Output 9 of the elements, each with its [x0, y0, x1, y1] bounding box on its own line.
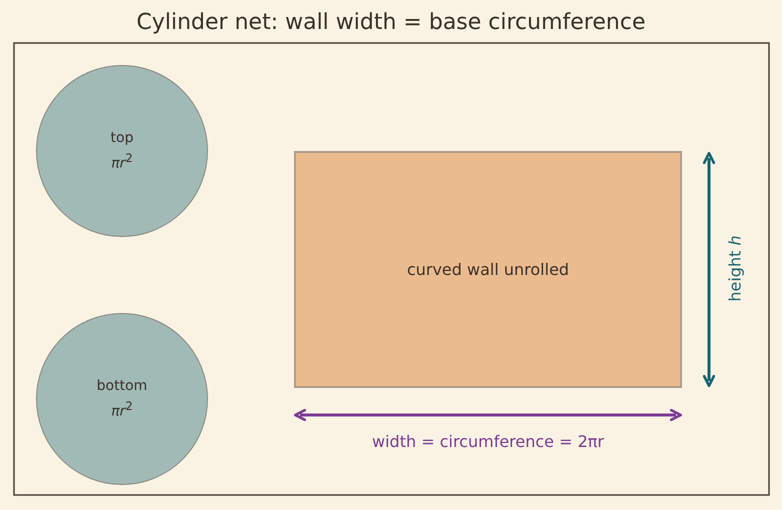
width-label: width = circumference = 2πr	[371, 432, 605, 451]
node-label: bottom	[96, 377, 148, 396]
node-label: top	[110, 129, 134, 148]
area-formula: πr$^{2}$	[111, 150, 133, 174]
rectangle-face	[294, 151, 682, 388]
height-label: height h	[726, 234, 744, 304]
area-formula: πr$^{2}$	[111, 398, 133, 422]
node-label: curved wall unrolled	[406, 260, 570, 279]
diagram-title: Cylinder net: wall width = base circumference	[136, 10, 646, 35]
